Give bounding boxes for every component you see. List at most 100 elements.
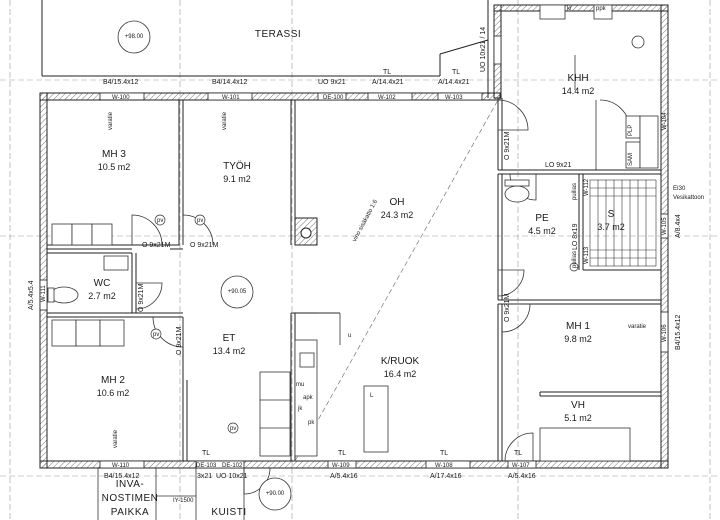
wall-w102: W-102 [378, 95, 396, 101]
window-top-tl2: TL [452, 69, 461, 76]
wall-w101: W-101 [222, 95, 240, 101]
door-pe: LO 9x21 [545, 162, 572, 169]
window-bottom-3: UO 10x21 [216, 473, 248, 480]
room-vh-name: VH [571, 400, 585, 411]
door-wc: O 9x21M [138, 283, 145, 312]
window-top-3: UO 9x21 [318, 79, 346, 86]
wardrobes-mh3 [51, 223, 113, 246]
side-right-ei30: EI30 [673, 186, 686, 192]
window-top-2: B4/14.4x12 [212, 79, 248, 86]
room-s-area: 3.7 m2 [597, 222, 625, 232]
fixture-pv-2: pv [197, 218, 204, 224]
side-right-vesikattoon: Vesikattoon [673, 195, 705, 201]
wall-de100: DE-100 [323, 95, 344, 101]
fixture-varatie-mh1: varatie [628, 324, 647, 330]
room-s-name: S [607, 209, 615, 220]
side-right-b: B4/15.4x12 [675, 314, 682, 350]
window-top-1: B4/15.4x12 [103, 79, 139, 86]
room-mh2-area: 10.6 m2 [96, 388, 130, 398]
sauna-benches [589, 179, 657, 267]
room-kruok-area: 16.4 m2 [383, 369, 417, 379]
fixture-apk: apk [303, 395, 313, 401]
window-bottom-tl3: TL [440, 450, 449, 457]
pv-markers [150, 214, 579, 434]
room-terassi: TERASSI [254, 29, 302, 40]
room-wc-area: 2.7 m2 [88, 291, 116, 301]
entrance-steps [97, 468, 245, 520]
room-et-area: 13.4 m2 [212, 346, 246, 356]
room-mh1-name: MH 1 [566, 321, 590, 332]
window-bottom-iy: IY-1500 [173, 498, 194, 504]
door-s: LO 8x19 [572, 223, 579, 250]
fixture-jk: jk [298, 406, 303, 412]
side-right-w105: W-105 [662, 217, 668, 235]
wall-de102: DE-102 [222, 463, 243, 469]
khh-fixtures [539, 4, 659, 170]
vh-wardrobes [539, 427, 631, 462]
inva-label-2: NOSTIMEN [101, 493, 159, 504]
fixture-l: L [370, 393, 374, 399]
wall-w109: W-109 [332, 463, 350, 469]
room-kuisti: KUISTI [211, 507, 247, 518]
door-tyoh: O 9x21M [190, 242, 219, 249]
fixture-puilias-1: puilias [572, 182, 578, 200]
window-bottom-tl1: TL [202, 450, 211, 457]
fixture-varatie-mh3: varatie [108, 111, 114, 130]
wall-w100: W-100 [112, 95, 130, 101]
fixture-u: u [348, 333, 352, 339]
side-right-w106: W-106 [662, 324, 668, 342]
wall-w108: W-108 [435, 463, 453, 469]
wall-w103: W-103 [445, 95, 463, 101]
room-tyoh-area: 9.1 m2 [223, 174, 251, 184]
door-mh3: O 9x21M [142, 242, 171, 249]
fixture-varatie-mh2: varatie [113, 429, 119, 448]
et-closet [259, 371, 291, 457]
room-oh-name: OH [389, 197, 405, 208]
room-mh3-name: MH 3 [102, 149, 126, 160]
fixture-pv-3: pv [153, 332, 160, 338]
inva-label-3: PAIKKA [110, 507, 150, 518]
window-bottom-tl2: TL [338, 450, 347, 457]
window-top-tl: TL [383, 69, 392, 76]
door-khh: O 9x21M [504, 131, 511, 160]
level-top: +98.00 [124, 34, 144, 40]
fixture-ppk: ppk [596, 6, 606, 12]
fireplace [294, 217, 318, 246]
level-bottom: +90.00 [265, 491, 285, 497]
fixture-pv-1: pv [157, 218, 164, 224]
kitchen-counters [294, 312, 389, 457]
fixture-w112: W-112 [584, 178, 590, 196]
side-left-window: A/5.4x5.4 [28, 280, 35, 310]
fixture-mu: mu [296, 382, 305, 388]
room-tyoh-name: TYÖH [223, 161, 251, 172]
window-top-5: A/14.4x21 [438, 79, 470, 86]
window-bottom-5: A/17.4x16 [430, 473, 462, 480]
room-kruok-name: K/RUOK [380, 356, 420, 367]
room-vh-area: 5.1 m2 [564, 413, 592, 423]
inva-label-1: INVA- [115, 479, 145, 490]
ridge-line [294, 99, 499, 462]
room-pe-area: 4.5 m2 [528, 226, 556, 236]
fixture-sam: SAM [628, 152, 634, 166]
room-wc-name: WC [93, 278, 111, 289]
window-bottom-tl4: TL [514, 450, 523, 457]
room-khh-area: 14.4 m2 [561, 86, 595, 96]
fixture-pk: pk [308, 420, 315, 426]
terrace-outline [41, 0, 489, 98]
interior-walls [46, 98, 661, 461]
fixture-plp: PLP [628, 124, 634, 136]
window-top-6: UO 10x21 / 14 [480, 26, 487, 72]
room-pe-name: PE [535, 213, 549, 224]
window-top-4: A/14.4x21 [372, 79, 404, 86]
room-mh3-area: 10.5 m2 [97, 162, 131, 172]
fixture-pv-4: pv [230, 426, 237, 432]
level-et: +90.05 [227, 289, 247, 295]
side-left-wall: W-111 [41, 285, 47, 302]
side-right-w104: W-104 [662, 112, 668, 130]
room-mh1-area: 9.8 m2 [564, 334, 592, 344]
fixture-puilias-2: puilias [572, 250, 578, 268]
wall-de103: DE-103 [196, 463, 217, 469]
